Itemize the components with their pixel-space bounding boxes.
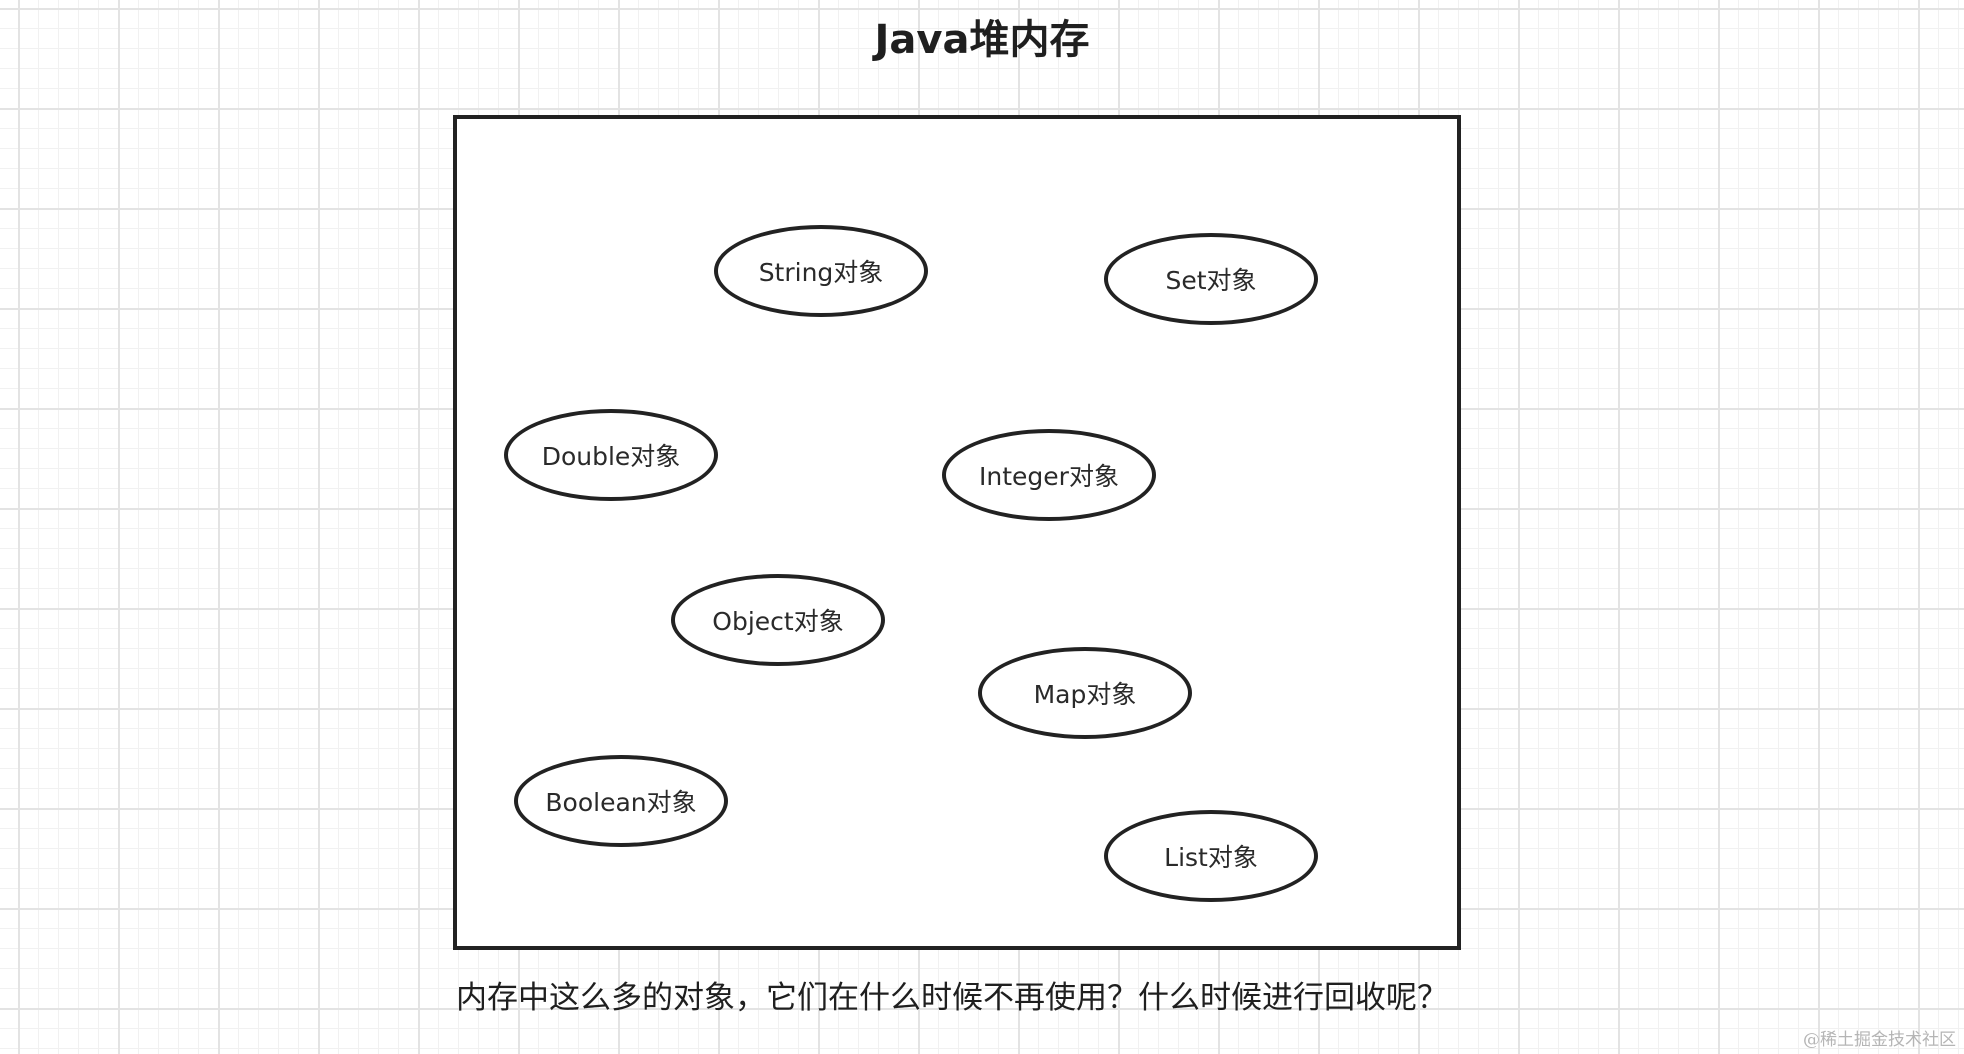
watermark: @稀土掘金技术社区	[1803, 1030, 1956, 1050]
integer-object-node: Integer对象	[942, 429, 1156, 521]
object-object-node: Object对象	[671, 574, 885, 666]
diagram-title: Java堆内存	[874, 17, 1090, 63]
double-object-node: Double对象	[504, 409, 718, 501]
question-caption: 内存中这么多的对象，它们在什么时候不再使用？什么时候进行回收呢？	[456, 980, 1448, 1016]
string-object-node: String对象	[714, 225, 928, 317]
map-object-node: Map对象	[978, 647, 1192, 739]
boolean-object-node: Boolean对象	[514, 755, 728, 847]
list-object-node: List对象	[1104, 810, 1318, 902]
set-object-node: Set对象	[1104, 233, 1318, 325]
